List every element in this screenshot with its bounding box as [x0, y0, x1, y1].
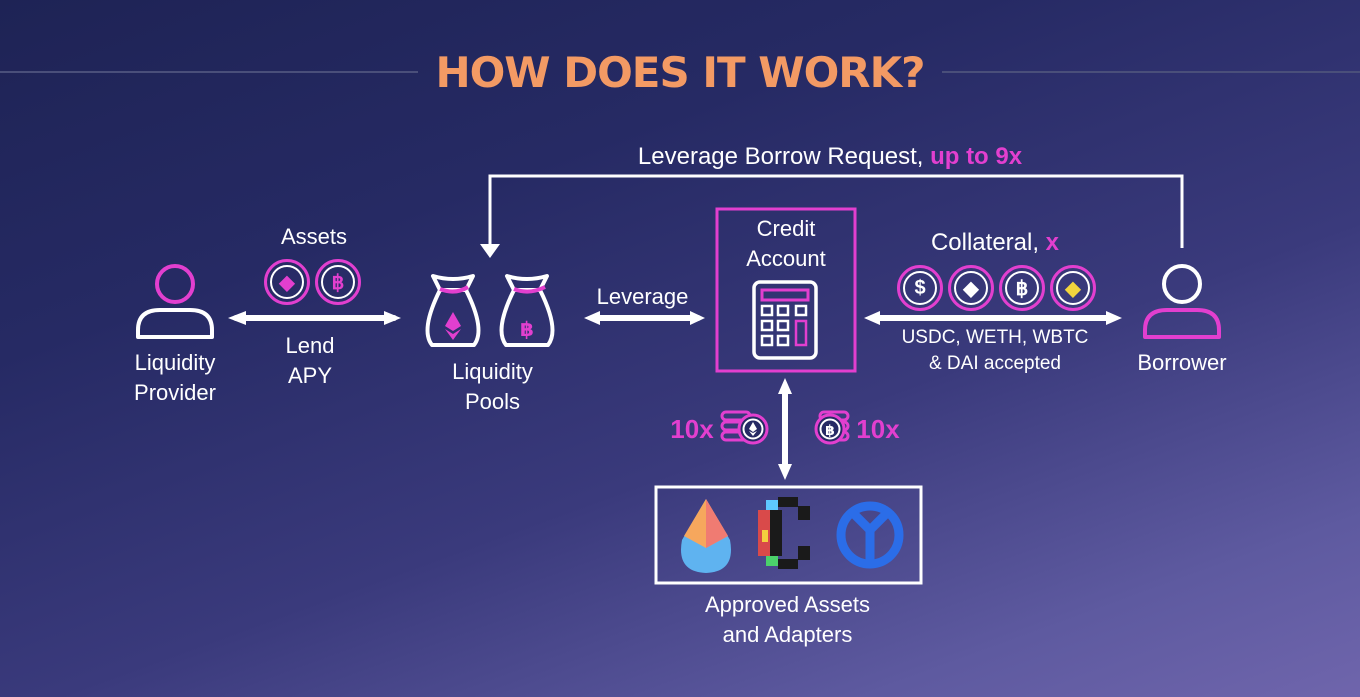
borrower-icon [1143, 264, 1221, 339]
btc-coin-icon: ฿ [315, 259, 361, 305]
approved-assets-label: Approved Assets and Adapters [655, 590, 920, 650]
liquidity-provider-line1: Liquidity [134, 350, 216, 375]
eth-coin-stack-icon [720, 410, 769, 445]
lend-label: Lend [285, 333, 335, 358]
calculator-icon [752, 280, 818, 360]
page-title: HOW DOES IT WORK? [435, 48, 925, 97]
lido-logo [681, 499, 731, 573]
curve-logo [758, 497, 810, 569]
apy-label: APY [287, 363, 333, 388]
collateral-highlight: x [1045, 229, 1060, 256]
liquidity-pools-label: Liquidity Pools [430, 357, 555, 417]
accepted-assets-label: USDC, WETH, WBTC & DAI accepted [870, 325, 1120, 377]
eth-coin-icon: ◆ [264, 259, 310, 305]
dai-coin-icon: ◆ [1050, 265, 1096, 311]
svg-text:฿: ฿ [825, 423, 835, 439]
usdc-coin-icon: $ [897, 265, 943, 311]
borrower-label: Borrower [1137, 350, 1227, 375]
leverage-label: Leverage [596, 284, 689, 309]
btc-money-bag-icon: ฿ [499, 274, 555, 347]
liquidity-pools-line2: Pools [464, 389, 521, 414]
borrow-request-highlight: up to 9x [930, 143, 1023, 170]
left-multiplier-label: 10x [670, 414, 714, 444]
btc-coin-stack-icon: ฿ [814, 410, 850, 445]
title-rule-right [942, 71, 1360, 73]
yearn-logo [836, 501, 904, 569]
approved-line1: Approved Assets [704, 592, 871, 617]
borrow-request-text: Leverage Borrow Request, [637, 143, 931, 170]
borrow-request-label: Leverage Borrow Request, up to 9x [560, 142, 1100, 172]
liquidity-provider-line2: Provider [134, 380, 216, 405]
collateral-label: Collateral, x [890, 228, 1100, 258]
credit-account-line2: Account [746, 246, 826, 271]
accepted-line1: USDC, WETH, WBTC [901, 327, 1089, 348]
weth-coin-icon: ◆ [948, 265, 994, 311]
credit-account-box [715, 207, 857, 373]
collateral-text: Collateral, [930, 229, 1046, 256]
lend-apy-label: Lend APY [260, 331, 360, 391]
credit-account-label: Credit Account [717, 214, 855, 274]
credit-account-line1: Credit [756, 216, 816, 241]
approved-adapters-box [654, 485, 923, 585]
assets-label: Assets [280, 224, 348, 249]
svg-text:฿: ฿ [520, 317, 534, 341]
liquidity-provider-label: Liquidity Provider [115, 348, 235, 408]
accepted-line2: & DAI accepted [928, 353, 1062, 374]
right-multiplier-label: 10x [856, 414, 900, 444]
liquidity-pools-line1: Liquidity [452, 359, 533, 384]
eth-money-bag-icon [425, 274, 481, 347]
wbtc-coin-icon: ฿ [999, 265, 1045, 311]
approved-line2: and Adapters [722, 622, 853, 647]
liquidity-provider-icon [136, 264, 214, 339]
title-rule-left [0, 71, 418, 73]
borrow-request-arrow [488, 174, 1184, 248]
